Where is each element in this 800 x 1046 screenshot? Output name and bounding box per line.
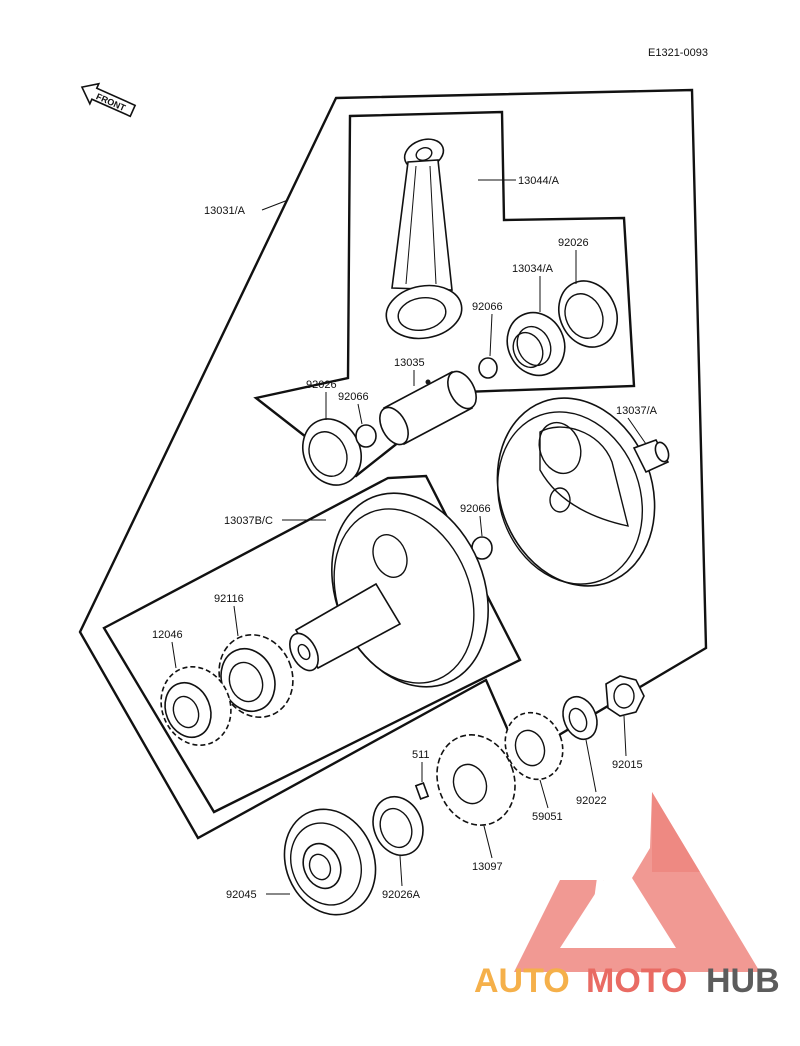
watermark-auto: AUTO [474, 962, 570, 1000]
pin-top-icon [478, 357, 498, 379]
label-con-rod: 13044/A [518, 175, 560, 187]
watermark-moto: MOTO [586, 962, 687, 1000]
watermark-hub: HUB [706, 962, 780, 1000]
needle-bearing-icon [506, 311, 566, 377]
conrod-outline [253, 110, 636, 478]
label-flywheel-right: 13037/A [616, 405, 658, 417]
thrust-washer-left-icon [302, 418, 362, 486]
label-washer-left: 92026 [306, 379, 337, 391]
label-gear-small: 59051 [532, 811, 563, 823]
gear-left-icon [160, 665, 232, 747]
label-crank-pin: 13035 [394, 357, 425, 369]
label-pin-top: 92066 [472, 301, 503, 313]
crank-assembly-outline [78, 88, 708, 840]
ref-code: E1321-0093 [648, 47, 708, 59]
pin-left-icon [355, 424, 377, 448]
flywheel-left-icon [289, 492, 489, 688]
crank-pin-icon [379, 370, 477, 446]
label-crank-assy: 13031/A [204, 205, 246, 217]
label-oil-seal: 92026A [382, 889, 421, 901]
label-ball-bearing: 92045 [226, 889, 257, 901]
label-pin-left: 92066 [338, 391, 369, 403]
key-icon [414, 782, 430, 800]
label-pin-mid: 92066 [460, 503, 491, 515]
nut-icon [605, 675, 645, 717]
label-washer-small: 92022 [576, 795, 607, 807]
label-sprocket: 92116 [214, 593, 244, 605]
watermark-logo-icon [514, 792, 760, 972]
label-bearing-top: 13034/A [512, 263, 554, 275]
gear-large-icon [436, 734, 516, 826]
flywheel-right-icon [496, 397, 670, 587]
label-key: 511 [412, 749, 430, 761]
ball-bearing-icon [283, 808, 377, 916]
leader-lines [171, 179, 647, 895]
gear-small-icon [504, 711, 564, 781]
label-nut: 92015 [612, 759, 643, 771]
connecting-rod-icon [385, 138, 463, 340]
watermark-text: AUTO MOTO HUB [474, 962, 780, 1000]
label-gear-left: 12046 [152, 629, 183, 641]
front-arrow-icon: FRONT [80, 82, 137, 118]
oil-seal-icon [372, 795, 424, 857]
label-gear-large: 13097 [472, 861, 503, 873]
part-labels: 13031/A 13044/A 13034/A 92026 92066 1303… [152, 175, 658, 901]
label-flywheel-left: 13037B/C [224, 515, 273, 527]
small-washer-icon [562, 695, 598, 741]
thrust-washer-top-icon [558, 280, 618, 348]
label-washer-top: 92026 [558, 237, 589, 249]
